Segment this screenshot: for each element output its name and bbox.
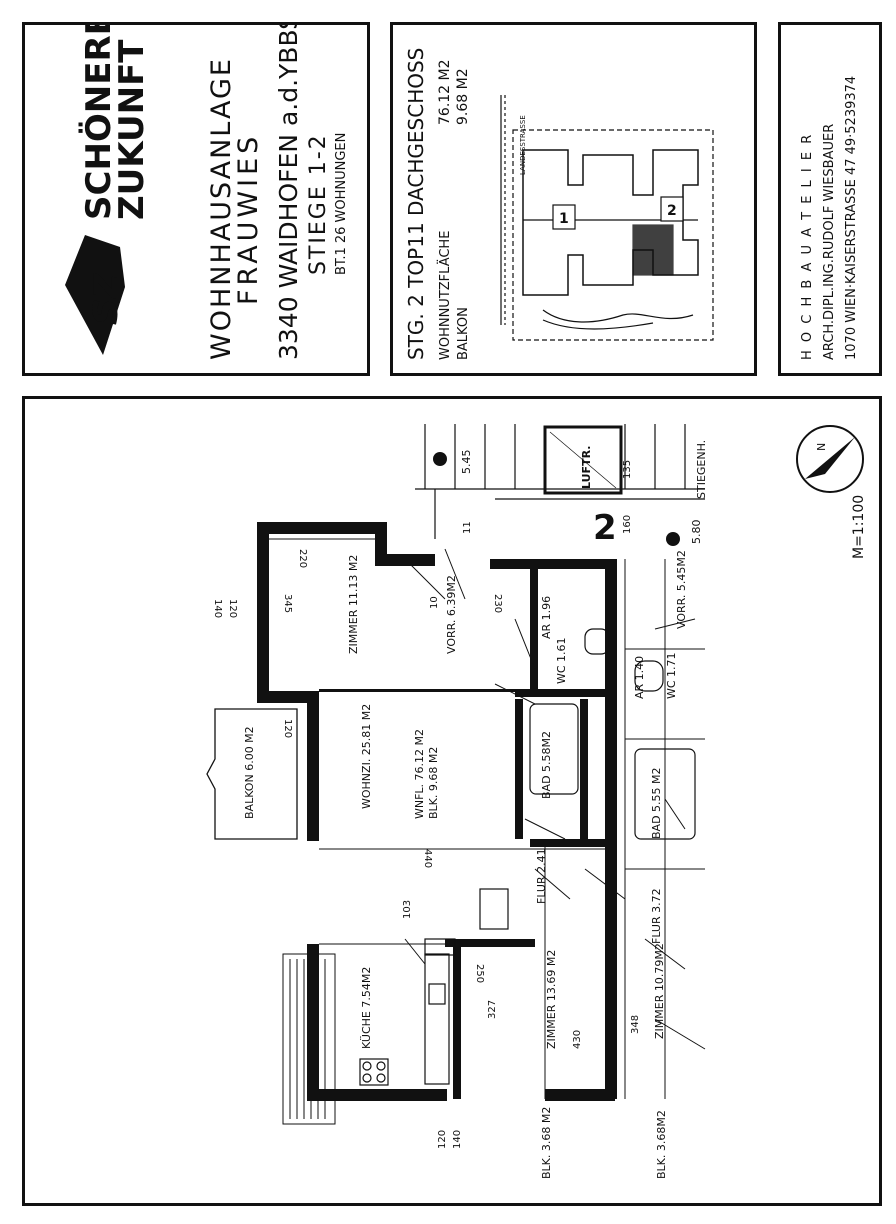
dim-230: 230 — [492, 594, 503, 613]
site-street-label: LANDESSTRASSE — [519, 115, 527, 175]
svg-text:N: N — [815, 443, 828, 451]
walls — [257, 522, 617, 1101]
north-arrow-icon: N — [796, 425, 864, 493]
room-ar-2: AR 1.40 — [633, 656, 646, 699]
unit-area-value: 76.12 M2 — [437, 59, 453, 125]
stair-number: 2 — [593, 508, 617, 548]
dim-120-a: 120 — [227, 599, 238, 618]
unit-balcony-total: BLK. 9.68 M2 — [427, 747, 440, 819]
room-zimmer-2: ZIMMER 13.69 M2 — [545, 950, 558, 1049]
unit-balcony-label: BALKON — [456, 307, 471, 360]
logo-line2: ZUKUNFT — [112, 39, 152, 220]
project-line1: WOHNHAUSANLAGE — [206, 57, 237, 360]
dim-250: 250 — [474, 964, 485, 983]
project-line3: 3340 WAIDHOFEN a.d.YBBS — [274, 25, 303, 360]
kitchen-fixtures — [359, 888, 509, 1086]
logo-icon: sz — [65, 235, 128, 355]
door-swings — [404, 548, 706, 1050]
room-bad-2: BAD 5.55 M2 — [650, 767, 663, 839]
scale-label: M=1:100 — [851, 495, 867, 559]
architect-panel: H O C H B A U A T E L I E R ARCH.DIPL.IN… — [778, 22, 882, 376]
room-bad-1: BAD 5.58M2 — [540, 731, 553, 799]
room-balkon-left: BLK. 3.68 M2 — [540, 1107, 553, 1179]
unit-area-total: WNFL. 76.12 M2 — [413, 729, 426, 819]
svg-text:5.45: 5.45 — [460, 450, 473, 475]
dim-440: 440 — [422, 849, 433, 868]
dim-140-b: 140 — [452, 1130, 463, 1149]
logo-line1: SCHÖNERE — [78, 25, 119, 220]
site-stair-1: 1 — [559, 211, 569, 227]
project-line4: STIEGE 1-2 — [306, 133, 331, 275]
architect-svg: H O C H B A U A T E L I E R ARCH.DIPL.IN… — [800, 76, 859, 360]
dim-345: 345 — [282, 594, 293, 613]
room-flur-1: FLUR 2.41 — [535, 848, 548, 904]
dim-348: 348 — [630, 1015, 641, 1034]
level-marker-2: 5.80 — [666, 520, 703, 546]
room-vorraum-1: VORR. 6.39M2 — [445, 575, 458, 654]
room-wohnzimmer: WOHNZI. 25.81 M2 — [360, 704, 373, 809]
dim-327: 327 — [487, 1000, 498, 1019]
balcony-railing — [282, 953, 336, 1125]
architect-line2: ARCH.DIPL.ING.RUDOLF WIESBAUER — [822, 124, 837, 360]
room-wc-2: WC 1.71 — [665, 652, 678, 699]
bath-fixtures — [529, 628, 696, 840]
project-header-panel: sz SCHÖNERE ZUKUNFT WOHNHAUSANLAGE FRAUW… — [22, 12, 370, 376]
floor-plan-svg: 5.45 5.80 2 ZIMMER 11.13 M2 VORR. 6.39M2… — [206, 424, 867, 1179]
project-header-svg: sz SCHÖNERE ZUKUNFT WOHNHAUSANLAGE FRAUW… — [65, 12, 349, 360]
dim-220: 220 — [297, 549, 308, 568]
room-luftraum: LUFTR. — [580, 446, 593, 489]
room-balkon: BALKON 6.00 M2 — [243, 726, 256, 819]
unit-info-svg: STG. 2 TOP11 DACHGESCHOSS WOHNNUTZFLÄCHE… — [404, 48, 714, 360]
floor-plan-panel: 5.45 5.80 2 ZIMMER 11.13 M2 VORR. 6.39M2… — [22, 396, 882, 1206]
level-marker-1: 5.45 — [433, 450, 473, 475]
unit-title: STG. 2 TOP11 DACHGESCHOSS — [404, 48, 428, 360]
room-kueche: KÜCHE 7.54M2 — [360, 967, 373, 1049]
room-vorraum-2: VORR. 5.45M2 — [675, 550, 688, 629]
architect-line1: H O C H B A U A T E L I E R — [800, 133, 815, 360]
dim-103: 103 — [402, 900, 413, 919]
dim-140-a: 140 — [212, 599, 223, 618]
staircase-lines — [415, 424, 705, 539]
project-line2: FRAUWIES — [233, 133, 264, 305]
interior-lines — [269, 538, 705, 1099]
svg-text:5.80: 5.80 — [690, 520, 703, 545]
room-ar-1: AR 1.96 — [540, 596, 553, 639]
dim-11: 11 — [462, 521, 473, 534]
air-shaft — [543, 425, 623, 495]
balcony-outline — [206, 708, 298, 840]
unit-info-panel: STG. 2 TOP11 DACHGESCHOSS WOHNNUTZFLÄCHE… — [390, 22, 757, 376]
site-plan: LANDESSTRASSE — [500, 95, 714, 341]
room-wc-1: WC 1.61 — [555, 637, 568, 684]
project-line5: BT.1 26 WOHNUNGEN — [334, 133, 349, 275]
dim-120-b: 120 — [282, 719, 293, 738]
unit-balcony-value: 9.68 M2 — [455, 68, 471, 125]
dim-135: 135 — [622, 460, 633, 479]
room-balkon-right: BLK. 3.68M2 — [655, 1110, 668, 1179]
site-stair-2: 2 — [667, 203, 677, 219]
room-stiegenhaus: STIEGENH. — [695, 440, 708, 499]
dim-10: 10 — [429, 596, 440, 609]
architect-line3: 1070 WIEN·KAISERSTRASSE 47 49·5239374 — [844, 76, 859, 360]
unit-area-label: WOHNNUTZFLÄCHE — [437, 231, 453, 360]
dim-120-c: 120 — [437, 1130, 448, 1149]
room-zimmer-1: ZIMMER 11.13 M2 — [347, 555, 360, 654]
room-zimmer-3: ZIMMER 10.79M2 — [653, 943, 666, 1039]
dim-160: 160 — [622, 515, 633, 534]
logo-mark: sz — [77, 273, 128, 325]
dim-430: 430 — [572, 1030, 583, 1049]
room-flur-2: FLUR 3.72 — [650, 888, 663, 944]
